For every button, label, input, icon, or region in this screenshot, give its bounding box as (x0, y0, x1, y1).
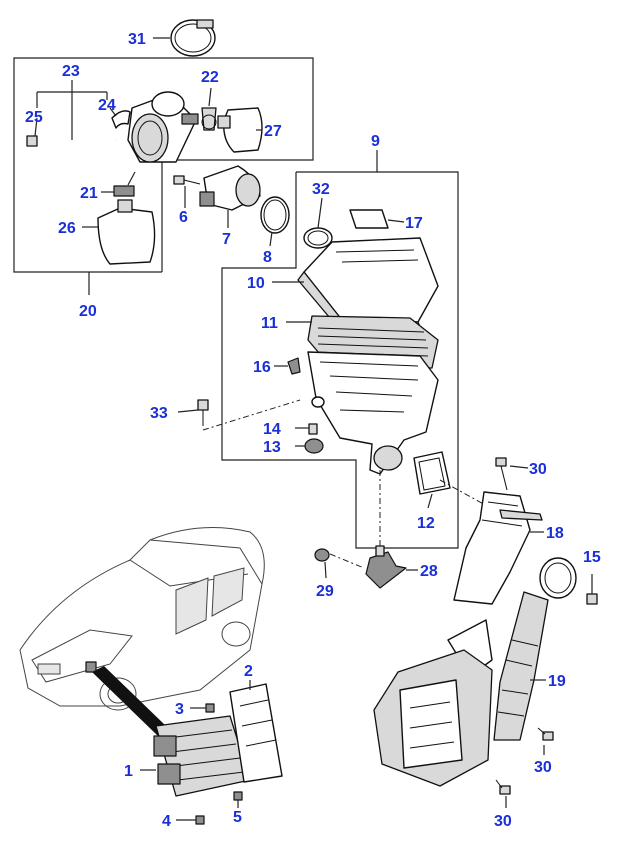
callout-17: 17 (405, 215, 423, 232)
callout-1: 1 (124, 763, 133, 780)
callout-10: 10 (247, 275, 265, 292)
callout-29: 29 (316, 583, 334, 600)
callout-6: 6 (179, 209, 188, 226)
bolt-4 (176, 815, 205, 825)
grommet-14 (295, 423, 318, 435)
throttle-body-assembly (127, 91, 199, 186)
bolt-3 (190, 703, 215, 713)
callout-3: 3 (175, 701, 184, 718)
callout-27: 27 (264, 123, 282, 140)
hose-25 (26, 117, 118, 183)
callout-30-bottom: 30 (494, 813, 512, 830)
centerline-29 (329, 553, 365, 569)
airflow-sensor-7 (199, 165, 261, 228)
group-frame-9 (221, 150, 459, 549)
callout-20: 20 (79, 303, 97, 320)
seal-12 (413, 451, 451, 509)
nut-15 (586, 574, 598, 605)
resonator-27 (217, 107, 263, 153)
bracket-2 (229, 680, 283, 783)
callout-18: 18 (546, 525, 564, 542)
callout-25: 25 (25, 109, 43, 126)
callout-28: 28 (420, 563, 438, 580)
nut-5 (233, 791, 243, 808)
duct-18 (453, 491, 544, 605)
callout-13: 13 (263, 439, 281, 456)
callout-31: 31 (128, 31, 146, 48)
bolt-29 (314, 548, 330, 579)
callout-32: 32 (312, 181, 330, 198)
callout-15: 15 (583, 549, 601, 566)
gasket-8 (260, 196, 290, 247)
callout-9: 9 (371, 133, 380, 150)
clamp-31 (153, 19, 216, 57)
callout-33: 33 (150, 405, 168, 422)
callout-5: 5 (233, 809, 242, 826)
lower-case (307, 351, 439, 475)
clamp-32 (303, 197, 333, 249)
callout-4: 4 (162, 813, 171, 830)
bolt-30-mid (537, 727, 554, 755)
mount-13 (295, 438, 324, 454)
clip-22 (201, 87, 217, 131)
bracket-28 (365, 545, 418, 589)
callout-30-mid: 30 (534, 759, 552, 776)
vehicle-illustration (19, 527, 265, 736)
centerline-33 (202, 399, 301, 431)
callout-26: 26 (58, 220, 76, 237)
connector-21 (101, 185, 135, 197)
callout-24: 24 (98, 97, 116, 114)
callout-19: 19 (548, 673, 566, 690)
callout-11: 11 (261, 315, 278, 332)
pointer-arrow (92, 666, 166, 736)
callout-12: 12 (417, 515, 435, 532)
callout-30-top: 30 (529, 461, 547, 478)
callout-2: 2 (244, 663, 253, 680)
label-17 (349, 209, 405, 229)
centerline-12 (439, 479, 499, 513)
hose-clip-16 (274, 357, 301, 375)
ecu-module-1 (140, 715, 251, 797)
callout-8: 8 (263, 249, 272, 266)
bolt-30-bottom (495, 779, 511, 808)
resonator-19 (373, 557, 577, 787)
reservoir-26 (82, 199, 156, 265)
bolt-33 (177, 399, 209, 426)
bolt-6 (173, 175, 201, 208)
callout-7: 7 (222, 231, 231, 248)
callout-14: 14 (263, 421, 281, 438)
callout-16: 16 (253, 359, 271, 376)
bolt-30-top (495, 457, 529, 491)
callout-22: 22 (201, 69, 219, 86)
callout-23: 23 (62, 63, 80, 80)
callout-21: 21 (80, 185, 98, 202)
elbow-24 (109, 107, 131, 129)
